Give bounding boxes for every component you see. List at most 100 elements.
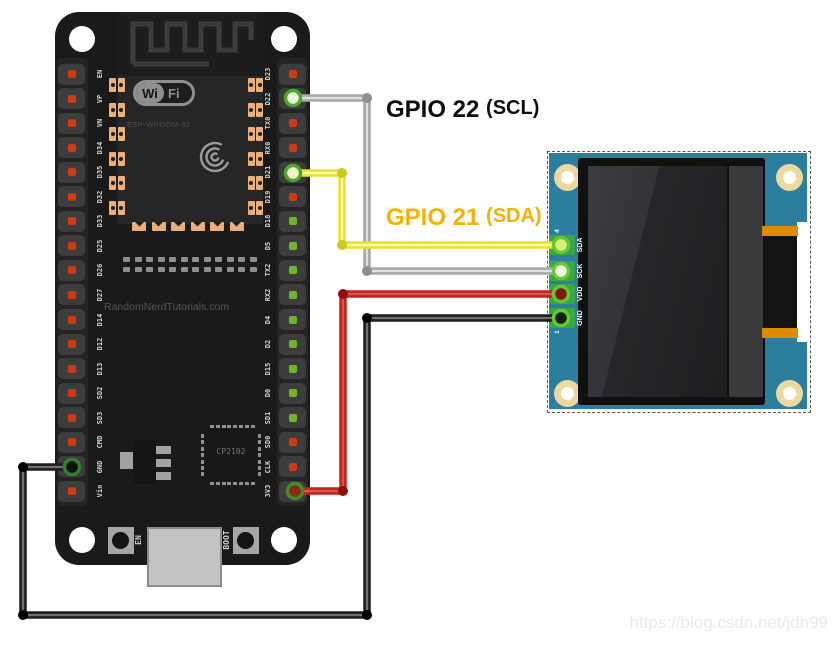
pin-led-D26	[67, 266, 76, 275]
pin-led-VN	[67, 119, 76, 128]
scl-annotation: GPIO 22 (SCL)	[386, 96, 539, 124]
scl-annotation-paren: (SCL)	[486, 97, 540, 119]
module-castellated-pad	[256, 127, 263, 141]
mounting-hole	[271, 26, 297, 52]
chip-pin	[233, 482, 238, 485]
solder-jumper-pad	[192, 267, 199, 272]
chip-pin	[221, 425, 226, 428]
sda-wire-terminal	[283, 163, 303, 183]
module-castellated-pad	[256, 102, 263, 117]
module-bottom-pad	[210, 222, 224, 231]
module-castellated-pad	[109, 78, 116, 92]
sda-annotation-main: GPIO 21	[386, 204, 480, 231]
sda-annotation: GPIO 21 (SDA)	[386, 204, 542, 232]
module-castellated-pad	[109, 151, 116, 166]
watermark: https://blog.csdn.net/jdh99	[629, 613, 828, 632]
chip-pin	[221, 482, 226, 485]
mounting-hole	[69, 527, 95, 553]
pin-led-D23	[288, 70, 297, 78]
vdd-wire-terminal	[551, 284, 571, 304]
oled-mounting-hole-center	[561, 387, 574, 400]
oled-screen	[588, 166, 727, 397]
module-castellated-pad	[117, 151, 125, 166]
vdd-wire-bend	[338, 486, 348, 496]
solder-jumper-pad	[215, 267, 222, 272]
solder-jumper-pad	[180, 267, 188, 272]
solder-jumper-pad	[238, 267, 245, 272]
module-castellated-pad	[247, 200, 255, 215]
pin-led-RX2	[288, 290, 297, 299]
pin-led-SD3	[67, 413, 76, 422]
module-castellated-pad	[117, 102, 125, 117]
module-castellated-pad	[117, 176, 125, 190]
sda-annotation-paren: (SDA)	[486, 205, 542, 227]
solder-jumper-pad	[169, 257, 176, 262]
sda-wire-core	[291, 171, 563, 247]
cp2102-label: CP2102	[216, 447, 246, 456]
solder-jumper-pad	[169, 267, 176, 272]
chip-pin	[258, 446, 261, 451]
module-bottom-pad	[229, 222, 244, 231]
pin-led-D15	[288, 364, 297, 373]
pin-led-D25	[67, 241, 76, 250]
gnd-wire	[19, 314, 565, 619]
pin-led-D0	[288, 389, 297, 398]
solder-jumper-pad	[157, 267, 165, 272]
scl-wire-bend	[362, 93, 372, 103]
ribbon-tab	[762, 226, 798, 236]
module-castellated-pad	[117, 78, 125, 92]
gnd-wire-core	[21, 316, 563, 617]
voltage-regulator	[134, 440, 156, 484]
pin-led-D27	[67, 290, 76, 299]
gnd-wire-terminal	[551, 308, 571, 328]
chip-pin	[215, 425, 220, 428]
module-castellated-pad	[247, 127, 255, 141]
boot-button-cap	[237, 532, 254, 549]
pin-led-SD2	[67, 389, 76, 398]
usb-connector	[147, 527, 222, 587]
module-castellated-pad	[247, 151, 255, 166]
module-castellated-pad	[109, 102, 116, 117]
chip-pin	[201, 466, 204, 470]
pin-led-D19	[288, 192, 297, 201]
wifi-logo: Wi Fi	[133, 80, 195, 106]
solder-jumper-pad	[249, 257, 257, 262]
solder-jumper-pad	[123, 267, 130, 272]
regulator-leg	[156, 472, 171, 480]
pin-led-D18	[288, 217, 297, 226]
module-castellated-pad	[256, 78, 263, 92]
pin-led-CLK	[288, 462, 297, 471]
pin-led-D2	[288, 340, 297, 349]
pin-led-TX2	[288, 266, 297, 275]
vdd-wire-terminal	[285, 481, 305, 501]
solder-jumper-pad	[215, 257, 222, 262]
chip-pin	[201, 453, 204, 458]
wifi-logo-fi: Fi	[168, 85, 180, 101]
solder-jumper-pad	[203, 267, 211, 272]
oled-edge-cutout	[797, 222, 810, 342]
module-label: ESP-WROOM-32	[127, 120, 191, 129]
pin-led-D5	[288, 241, 297, 250]
solder-jumper-pad	[203, 257, 211, 262]
gnd-wire-bend	[18, 462, 28, 472]
chip-pin	[227, 425, 232, 428]
chip-pin	[258, 434, 261, 438]
chip-pin	[201, 459, 204, 464]
sda-wire-terminal	[551, 235, 571, 255]
solder-jumper-pad	[226, 267, 234, 272]
solder-jumper-pad	[157, 257, 165, 262]
scl-wire-core	[291, 96, 563, 273]
solder-jumper-pad	[238, 257, 245, 262]
chip-pin	[239, 482, 243, 485]
pin-led-VP	[67, 94, 76, 103]
scl-wire-terminal	[551, 261, 571, 281]
solder-jumper-pad	[180, 257, 188, 262]
solder-jumper-pad	[226, 257, 234, 262]
chip-pin	[250, 482, 255, 485]
mounting-hole	[69, 26, 95, 52]
espressif-logo-icon	[199, 141, 229, 173]
chip-pin	[239, 425, 243, 428]
regulator-leg	[156, 459, 171, 467]
scl-wire-terminal	[283, 88, 303, 108]
